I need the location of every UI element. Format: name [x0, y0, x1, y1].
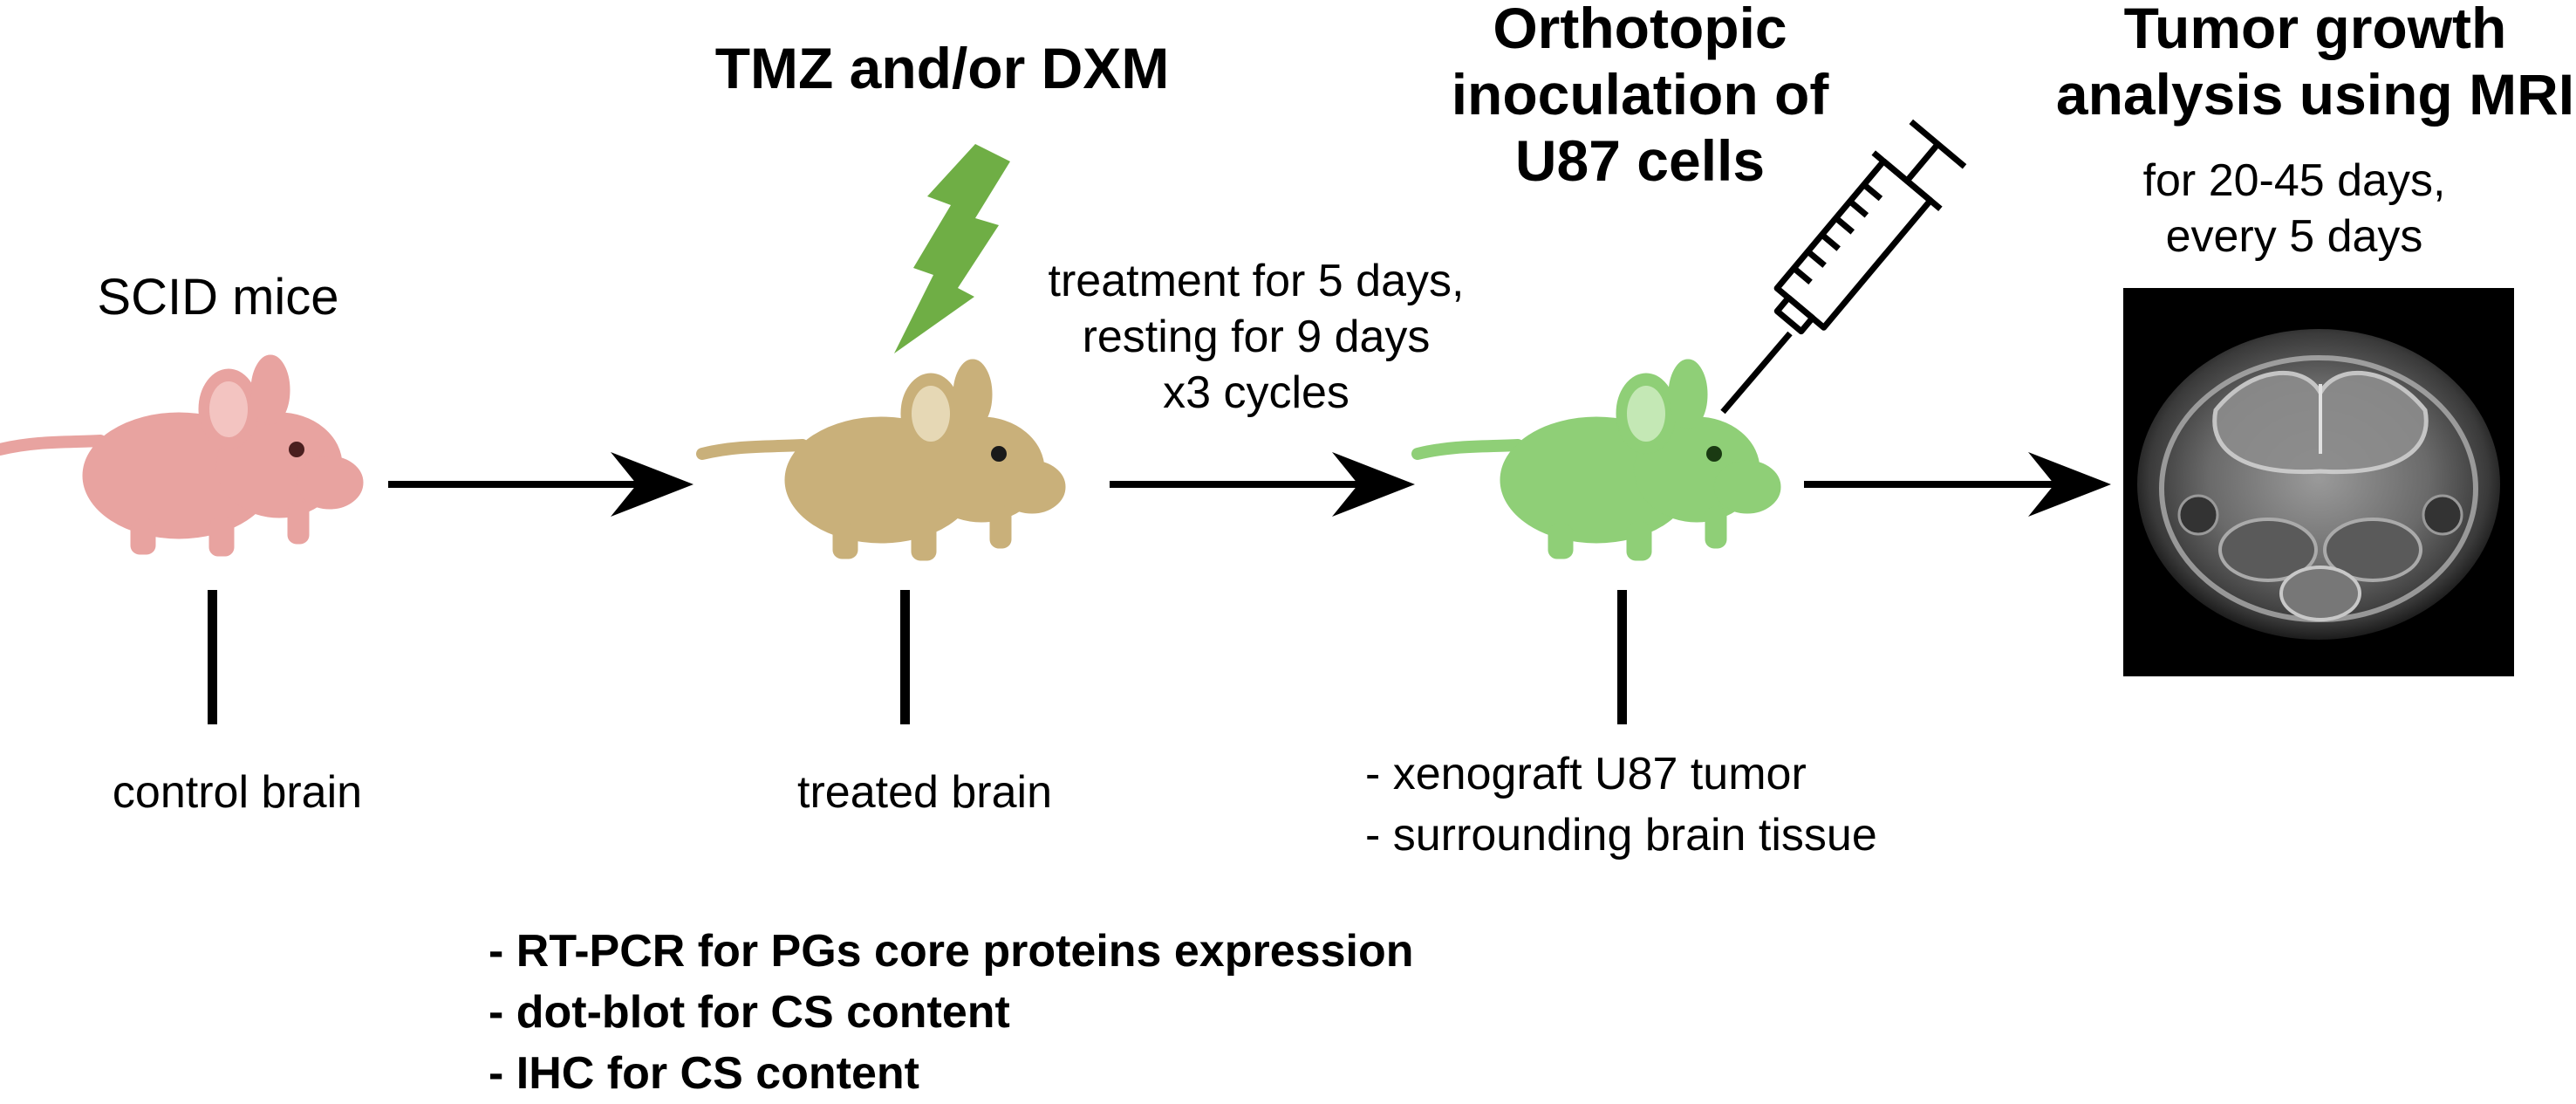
schedule-line: every 5 days: [2165, 211, 2423, 262]
stage2-schedule: treatment for 5 days, resting for 9 days…: [994, 253, 1518, 421]
schedule-line: resting for 9 days: [1082, 312, 1431, 362]
title-line: Orthotopic: [1493, 0, 1787, 60]
stage4-title: Tumor growth analysis using MRI: [2054, 0, 2576, 127]
lightning-icon: [894, 144, 1010, 353]
sample-line: - surrounding brain tissue: [1365, 810, 1877, 861]
divider-bar: [208, 590, 217, 724]
mouse-icon: [702, 360, 1065, 560]
divider-bar: [1617, 590, 1627, 724]
stage4-schedule: for 20-45 days, every 5 days: [2076, 153, 2512, 264]
mouse-icon: [0, 355, 363, 556]
title-line: U87 cells: [1514, 128, 1766, 193]
sample-line: - xenograft U87 tumor: [1365, 749, 1807, 799]
analysis-item: - RT-PCR for PGs core proteins expressio…: [489, 926, 1414, 977]
stage3-title: Orthotopic inoculation of U87 cells: [1413, 0, 1867, 194]
arrow-right-icon: [388, 452, 694, 517]
stage2-sample: treated brain: [797, 767, 1052, 818]
stage1-sample: control brain: [112, 767, 363, 818]
schedule-line: for 20-45 days,: [2142, 155, 2446, 206]
arrow-right-icon: [1110, 452, 1415, 517]
stage2-title: TMZ and/or DXM: [714, 36, 1170, 100]
stage1-title: SCID mice: [97, 269, 339, 326]
mouse-icon: [1418, 360, 1780, 560]
mri-scan-image: [2123, 288, 2514, 676]
syringe-icon: [1720, 119, 1967, 415]
schedule-line: x3 cycles: [1163, 367, 1349, 418]
title-line: Tumor growth: [2123, 0, 2507, 60]
title-line: analysis using MRI: [2055, 62, 2575, 127]
analysis-item: - dot-blot for CS content: [489, 987, 1010, 1038]
arrow-right-icon: [1804, 452, 2111, 517]
analyses-list: - RT-PCR for PGs core proteins expressio…: [489, 921, 1413, 1104]
stage3-samples: - xenograft U87 tumor - surrounding brai…: [1365, 744, 1877, 866]
schedule-line: treatment for 5 days,: [1048, 256, 1465, 306]
divider-bar: [900, 590, 910, 724]
analysis-item: - IHC for CS content: [489, 1048, 919, 1099]
title-line: inoculation of: [1451, 62, 1829, 127]
